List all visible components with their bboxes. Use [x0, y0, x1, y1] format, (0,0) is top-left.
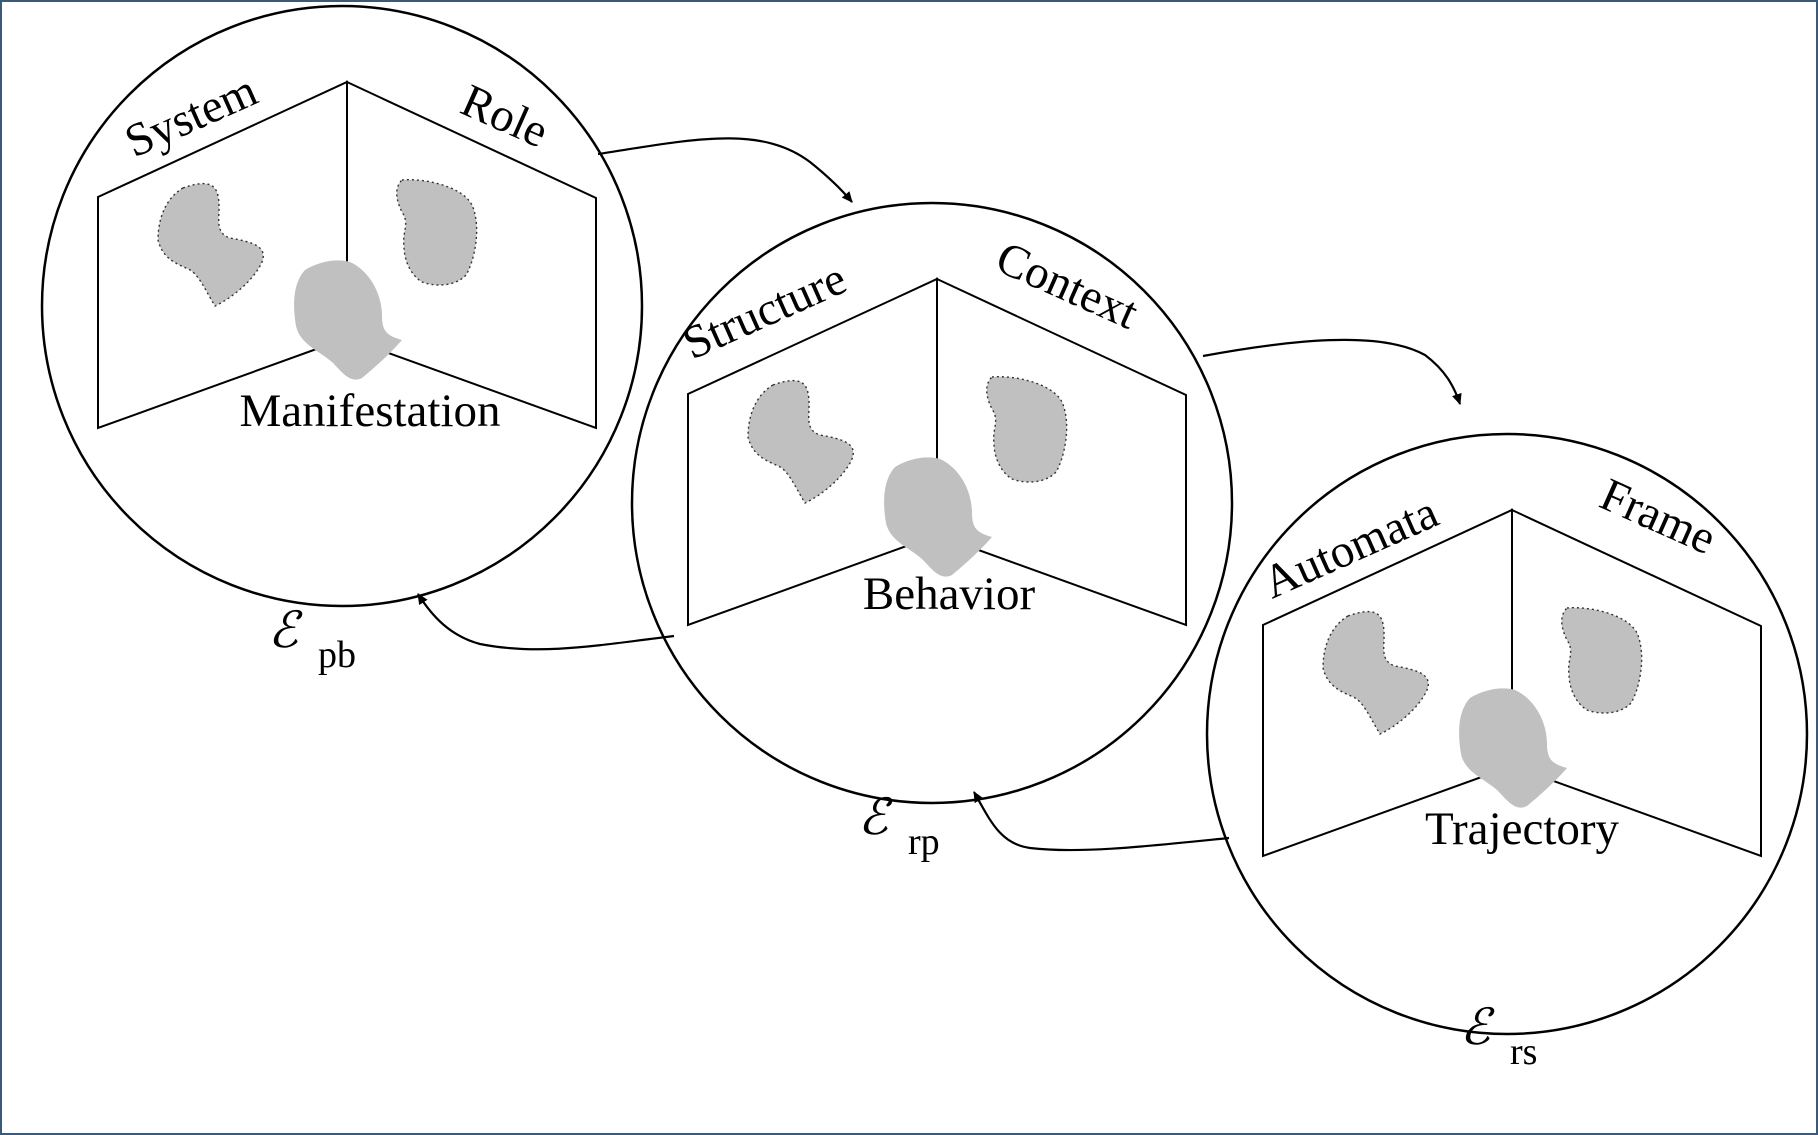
center-shape: [294, 260, 402, 380]
right-shape: [396, 179, 478, 286]
left-shape: [157, 182, 264, 307]
symbol-subscript: rs: [1510, 1031, 1537, 1073]
symbol-subscript: rp: [908, 821, 940, 863]
right-shape: [986, 376, 1068, 483]
center-shape: [884, 457, 992, 577]
module-behavior: Structure Context Behavior ℰ rp: [630, 201, 1234, 863]
module-trajectory: Automata Frame Trajectory ℰ rs: [1205, 432, 1809, 1073]
left-shape: [1322, 610, 1429, 735]
arrow-trajectory-to-behavior: [973, 791, 1230, 852]
arrow-behavior-to-manifestation: [417, 593, 675, 651]
center-label: Manifestation: [239, 385, 500, 437]
epsilon-symbol: ℰ: [858, 788, 893, 846]
arrow-behavior-to-trajectory: [1202, 338, 1462, 405]
module-manifestation: System Role Manifestation ℰ pb: [40, 4, 644, 676]
center-shape: [1459, 688, 1567, 808]
center-label: Trajectory: [1425, 803, 1620, 855]
center-label: Behavior: [863, 568, 1036, 620]
symbol-subscript: pb: [318, 634, 356, 676]
left-shape: [747, 379, 854, 504]
arrow-manifestation-to-behavior: [597, 137, 853, 203]
epsilon-symbol: ℰ: [1460, 998, 1495, 1056]
epsilon-symbol: ℰ: [268, 601, 303, 659]
right-shape: [1561, 607, 1643, 714]
